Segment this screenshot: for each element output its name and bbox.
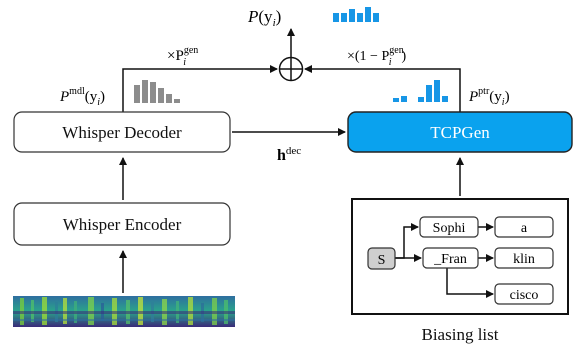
tree-node-root: S	[367, 247, 396, 270]
ptr-bar	[401, 96, 407, 102]
svg-text:cisco: cisco	[510, 288, 539, 303]
output-bar	[341, 13, 347, 22]
tcpgen-box: TCPGen	[347, 111, 573, 153]
output-bar	[357, 13, 363, 22]
mdl-bars	[134, 80, 180, 103]
mdl-bar	[142, 80, 148, 103]
svg-text:_Fran: _Fran	[433, 252, 467, 267]
mdl-prob-label: Pmdl(yi)	[59, 86, 105, 108]
tcpgen-to-sum-arrow	[304, 65, 461, 112]
output-bar	[349, 9, 355, 22]
whisper-decoder-box: Whisper Decoder	[13, 111, 231, 153]
mdl-bar	[166, 94, 172, 103]
tree-node-cisco: cisco	[494, 283, 554, 305]
svg-text:Sophi: Sophi	[433, 221, 466, 236]
output-bar	[333, 13, 339, 22]
whisper-decoder-label: Whisper Decoder	[62, 123, 182, 142]
output-label: P(yi)	[247, 7, 281, 29]
tcpgen-label: TCPGen	[430, 123, 490, 142]
whisper-encoder-box: Whisper Encoder	[13, 202, 231, 246]
hdec-label: hdec	[277, 145, 301, 164]
svg-text:S: S	[378, 253, 386, 268]
ptr-bar	[426, 85, 432, 102]
tree-edge	[446, 268, 494, 298]
whisper-encoder-label: Whisper Encoder	[63, 215, 182, 234]
tree-node-klin: klin	[494, 247, 554, 269]
output-bars	[333, 7, 379, 22]
ptr-bar	[393, 98, 399, 102]
ptr-bar	[442, 96, 448, 102]
ptr-prob-label: Pptr(yi)	[468, 86, 510, 108]
mdl-bar	[174, 99, 180, 103]
tree-node-fran: _Fran	[422, 247, 479, 269]
ptr-bar	[434, 80, 440, 102]
tree-node-a: a	[494, 216, 554, 238]
biasing-list-caption: Biasing list	[422, 325, 499, 344]
svg-text:klin: klin	[513, 252, 535, 267]
spectrogram-image	[13, 296, 235, 327]
svg-text:a: a	[521, 221, 528, 236]
decoder-to-sum-arrow	[122, 65, 278, 112]
ptr-bars	[393, 80, 448, 102]
mdl-bar	[150, 82, 156, 103]
tree-node-sophi: Sophi	[419, 216, 479, 238]
ptr-bar	[418, 97, 424, 102]
mdl-bar	[158, 88, 164, 103]
output-bar	[373, 13, 379, 22]
biasing-list-panel: S Sophi a _Fran klin cisco	[351, 198, 569, 315]
sum-node	[278, 56, 304, 82]
output-bar	[365, 7, 371, 22]
mdl-bar	[134, 85, 140, 103]
